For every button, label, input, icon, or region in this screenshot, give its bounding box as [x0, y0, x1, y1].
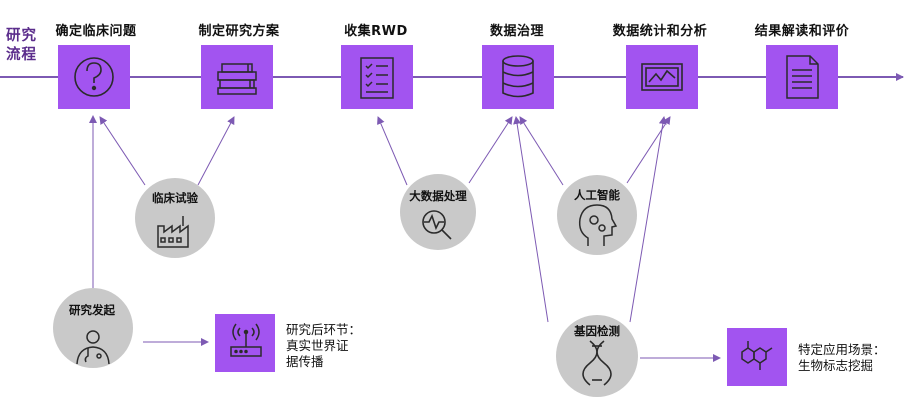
circle-clinical-trial	[135, 178, 215, 258]
factory-icon	[157, 216, 189, 248]
circle-ai	[557, 175, 637, 255]
circle-big-data	[400, 174, 476, 250]
arrow-bigdata-to-governance	[468, 116, 513, 184]
gene-testing-label: 基因检测	[574, 324, 620, 338]
biomarker-note: 特定应用场景： 生物标志挖掘	[798, 342, 886, 373]
router-icon	[230, 323, 262, 357]
arrow-bigdata-to-rwd	[377, 116, 408, 186]
dna-icon	[582, 340, 612, 386]
connector-arrows	[89, 115, 721, 362]
magnifier-pulse-icon	[422, 210, 452, 240]
arrow-ai-to-analysis	[626, 116, 671, 184]
doctor-icon	[76, 330, 110, 365]
arrow-ai-to-governance	[519, 116, 564, 186]
stage-label-6: 结果解读和评价	[754, 24, 850, 39]
stage-label-3: 收集RWD	[344, 24, 408, 39]
stage-label-5: 数据统计和分析	[612, 24, 708, 39]
checklist-icon	[360, 57, 394, 99]
stage-box-2	[201, 45, 273, 109]
books-icon	[217, 63, 257, 95]
stage-box-5	[626, 45, 698, 109]
stage-box-1	[58, 45, 130, 109]
big-data-label: 大数据处理	[409, 189, 467, 203]
stage-label-2: 制定研究方案	[198, 24, 280, 39]
stage-box-3	[341, 45, 413, 109]
circle-study-initiation	[53, 288, 133, 368]
document-icon	[786, 55, 819, 99]
database-icon	[502, 55, 534, 98]
dissemination-note: 研究后环节： 真实世界证 据传播	[286, 322, 362, 369]
arrow-trial-to-question	[99, 116, 146, 186]
output-box-biomarker	[727, 328, 787, 386]
circle-gene-testing	[556, 315, 638, 397]
molecule-icon	[741, 341, 773, 370]
clinical-trial-label: 临床试验	[152, 191, 198, 205]
stage-label-4: 数据治理	[489, 24, 545, 39]
stage-label-1: 确定临床问题	[55, 24, 137, 39]
arrow-gene-to-analysis	[629, 116, 667, 323]
head-gears-icon	[578, 204, 618, 246]
stage-box-6	[766, 45, 838, 109]
output-box-dissemination	[215, 314, 275, 372]
question-icon	[74, 57, 114, 97]
arrow-trial-to-plan	[197, 116, 235, 186]
monitor-chart-icon	[641, 63, 683, 91]
ai-label: 人工智能	[574, 188, 620, 202]
stage-box-4	[482, 45, 554, 109]
study-initiation-label: 研究发起	[69, 303, 115, 317]
diagram-title: 研究 流程	[6, 28, 37, 63]
arrow-gene-to-governance	[513, 116, 549, 323]
